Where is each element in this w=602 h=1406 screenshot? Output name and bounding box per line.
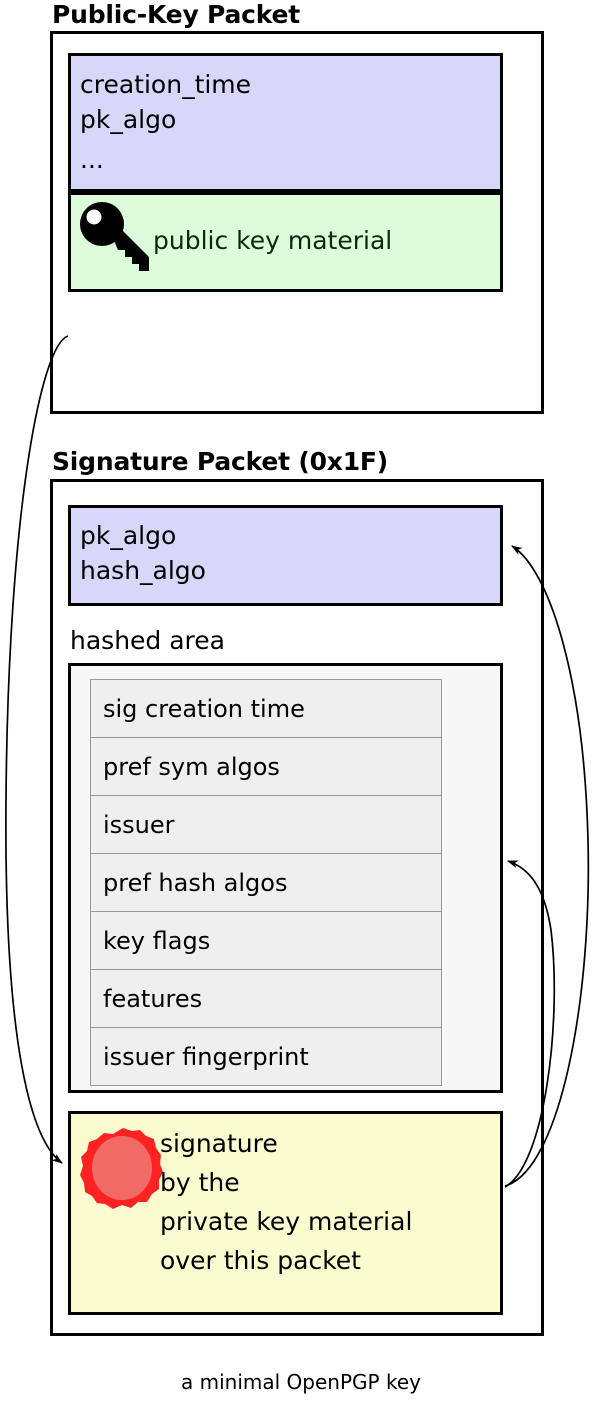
subpacket-row: issuer fingerprint [91, 1028, 441, 1086]
public-key-material-label: public key material [153, 226, 393, 255]
subpacket-row: sig creation time [91, 680, 441, 738]
subpacket-row: issuer [91, 796, 441, 854]
signature-packet-title: Signature Packet (0x1F) [52, 447, 389, 476]
hashed-area-frame: sig creation time pref sym algos issuer … [68, 663, 503, 1093]
subpacket-row: key flags [91, 912, 441, 970]
signature-line-1: signature [160, 1129, 278, 1158]
hashed-area-label: hashed area [70, 626, 225, 655]
signature-line-4: over this packet [160, 1246, 361, 1275]
wax-seal-icon [80, 1128, 163, 1209]
public-key-material-box [68, 192, 503, 292]
subpacket-row: features [91, 970, 441, 1028]
signature-algo-box [68, 505, 503, 606]
public-key-header-box [68, 53, 503, 192]
key-icon [80, 202, 149, 271]
signature-line-2: by the [160, 1168, 240, 1197]
signature-hash-algo-label: hash_algo [80, 556, 206, 585]
public-key-ellipsis-label: ... [80, 145, 104, 174]
signature-pk-algo-label: pk_algo [80, 521, 177, 550]
diagram-caption: a minimal OpenPGP key [181, 1370, 421, 1394]
subpacket-table: sig creation time pref sym algos issuer … [90, 679, 442, 1086]
subpacket-row: pref sym algos [91, 738, 441, 796]
public-key-packet-title: Public-Key Packet [52, 0, 301, 29]
subpacket-row: pref hash algos [91, 854, 441, 912]
public-key-pk-algo-label: pk_algo [80, 105, 177, 134]
public-key-creation-time-label: creation_time [80, 70, 252, 99]
signature-line-3: private key material [160, 1207, 413, 1236]
